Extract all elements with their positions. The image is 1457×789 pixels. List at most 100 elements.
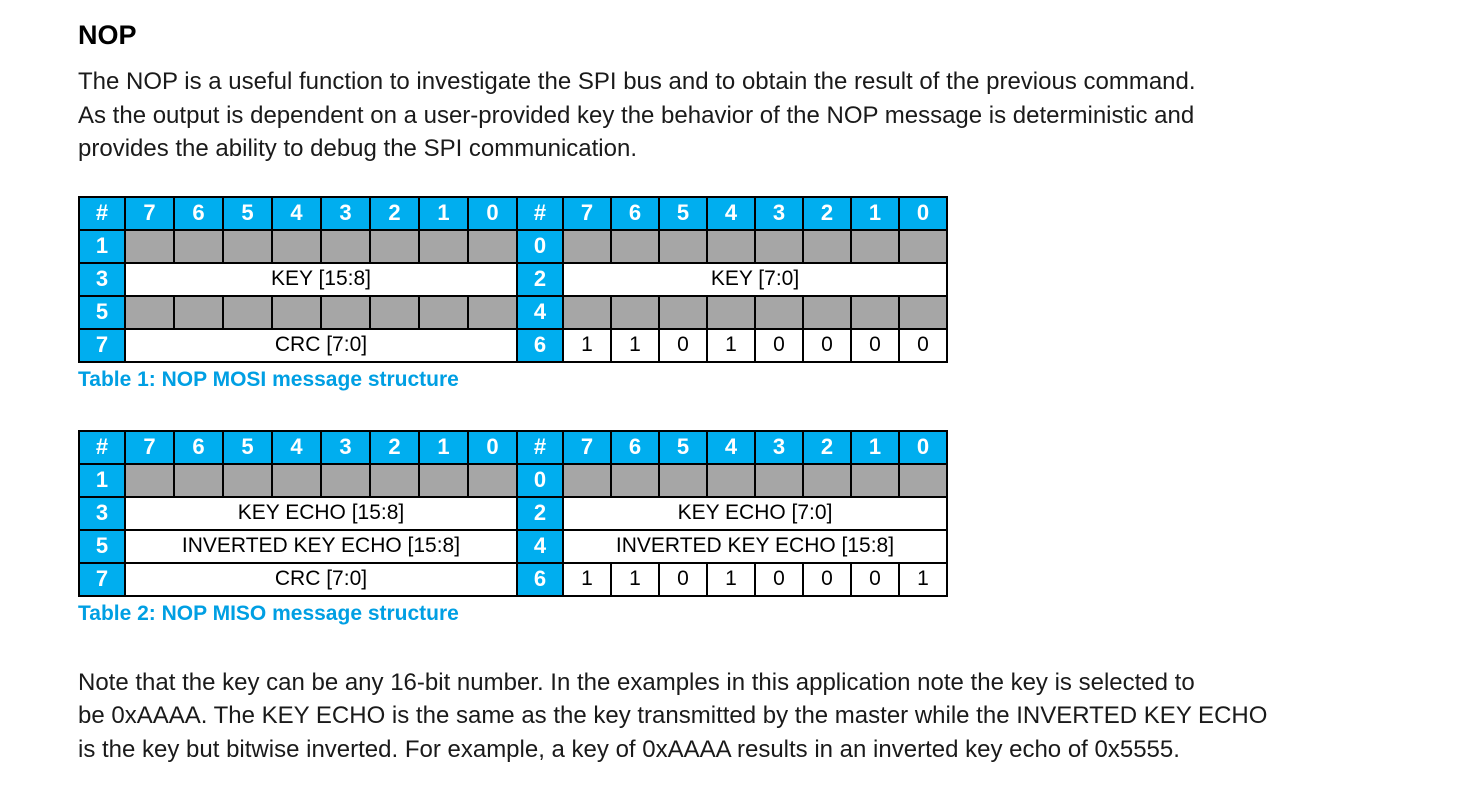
bit-value-cell: 1 [562, 327, 612, 363]
byte-number-cell: 3 [78, 495, 126, 531]
header-cell: 5 [658, 429, 708, 465]
bit-value-cell: 1 [898, 561, 948, 597]
field-label-cell: INVERTED KEY ECHO [15:8] [562, 528, 948, 564]
field-label-cell: KEY ECHO [15:8] [124, 495, 518, 531]
reserved-cell [706, 294, 756, 330]
reserved-cell [658, 462, 708, 498]
paragraph-line: The NOP is a useful function to investig… [78, 68, 1196, 95]
header-cell: 2 [369, 195, 420, 231]
table-row: 3 KEY [15:8] 2 KEY [7:0] [78, 261, 948, 297]
header-cell: 0 [898, 429, 948, 465]
reserved-cell [754, 462, 804, 498]
header-cell: 3 [320, 429, 371, 465]
reserved-cell [802, 462, 852, 498]
bit-value-cell: 0 [898, 327, 948, 363]
header-cell: 0 [467, 195, 518, 231]
reserved-cell [562, 228, 612, 264]
field-label-cell: CRC [7:0] [124, 327, 518, 363]
reserved-cell [369, 462, 420, 498]
document-page: NOP The NOP is a useful function to inve… [78, 20, 1457, 763]
reserved-cell [754, 228, 804, 264]
reserved-cell [124, 294, 175, 330]
field-label-cell: INVERTED KEY ECHO [15:8] [124, 528, 518, 564]
reserved-cell [898, 462, 948, 498]
reserved-cell [898, 294, 948, 330]
header-cell: 0 [467, 429, 518, 465]
nop-mosi-table: # 7 6 5 4 3 2 1 0 # 7 6 5 4 3 2 1 0 1 0 … [78, 195, 948, 363]
field-label-cell: KEY ECHO [7:0] [562, 495, 948, 531]
reserved-cell [610, 228, 660, 264]
header-cell: 7 [562, 195, 612, 231]
intro-paragraph: The NOP is a useful function to investig… [78, 65, 1457, 166]
reserved-cell [706, 228, 756, 264]
page-title: NOP [78, 20, 137, 50]
reserved-cell [369, 228, 420, 264]
field-label-cell: CRC [7:0] [124, 561, 518, 597]
reserved-cell [222, 228, 273, 264]
header-cell: 7 [124, 429, 175, 465]
reserved-cell [173, 462, 224, 498]
reserved-cell [222, 462, 273, 498]
reserved-cell [610, 462, 660, 498]
byte-number-cell: 6 [516, 561, 564, 597]
reserved-cell [320, 294, 371, 330]
table2-caption: Table 2: NOP MISO message structure [78, 601, 459, 625]
paragraph-line: As the output is dependent on a user-pro… [78, 101, 1195, 129]
byte-number-cell: 5 [78, 294, 126, 330]
table-row: 7 CRC [7:0] 6 1 1 0 1 0 0 0 0 [78, 327, 948, 363]
reserved-cell [271, 462, 322, 498]
reserved-cell [173, 228, 224, 264]
bit-value-cell: 1 [706, 327, 756, 363]
reserved-cell [850, 462, 900, 498]
table-row: 1 0 [78, 228, 948, 264]
header-cell: 7 [562, 429, 612, 465]
header-cell: 2 [802, 429, 852, 465]
reserved-cell [562, 462, 612, 498]
header-cell: 1 [850, 195, 900, 231]
reserved-cell [271, 228, 322, 264]
header-cell: # [516, 429, 564, 465]
byte-number-cell: 6 [516, 327, 564, 363]
table-row: 5 4 [78, 294, 948, 330]
bit-value-cell: 1 [610, 327, 660, 363]
reserved-cell [754, 294, 804, 330]
byte-number-cell: 7 [78, 561, 126, 597]
reserved-cell [802, 294, 852, 330]
byte-number-cell: 0 [516, 462, 564, 498]
byte-number-cell: 4 [516, 294, 564, 330]
bit-value-cell: 0 [658, 561, 708, 597]
reserved-cell [369, 294, 420, 330]
bit-value-cell: 1 [562, 561, 612, 597]
field-label-cell: KEY [7:0] [562, 261, 948, 297]
table-header-row: # 7 6 5 4 3 2 1 0 # 7 6 5 4 3 2 1 0 [78, 195, 948, 231]
field-label-cell: KEY [15:8] [124, 261, 518, 297]
reserved-cell [850, 228, 900, 264]
reserved-cell [320, 462, 371, 498]
header-cell: 4 [706, 195, 756, 231]
reserved-cell [467, 228, 518, 264]
header-cell: 1 [850, 429, 900, 465]
reserved-cell [418, 228, 469, 264]
reserved-cell [222, 294, 273, 330]
header-cell: # [516, 195, 564, 231]
reserved-cell [467, 462, 518, 498]
paragraph-line: Note that the key can be any 16-bit numb… [78, 668, 1195, 696]
byte-number-cell: 2 [516, 495, 564, 531]
bit-value-cell: 0 [754, 561, 804, 597]
reserved-cell [898, 228, 948, 264]
reserved-cell [658, 294, 708, 330]
header-cell: 0 [898, 195, 948, 231]
byte-number-cell: 3 [78, 261, 126, 297]
reserved-cell [271, 294, 322, 330]
header-cell: # [78, 195, 126, 231]
byte-number-cell: 4 [516, 528, 564, 564]
reserved-cell [658, 228, 708, 264]
bit-value-cell: 0 [850, 327, 900, 363]
reserved-cell [610, 294, 660, 330]
reserved-cell [418, 462, 469, 498]
bit-value-cell: 0 [802, 327, 852, 363]
header-cell: 3 [320, 195, 371, 231]
header-cell: 2 [369, 429, 420, 465]
byte-number-cell: 2 [516, 261, 564, 297]
reserved-cell [850, 294, 900, 330]
